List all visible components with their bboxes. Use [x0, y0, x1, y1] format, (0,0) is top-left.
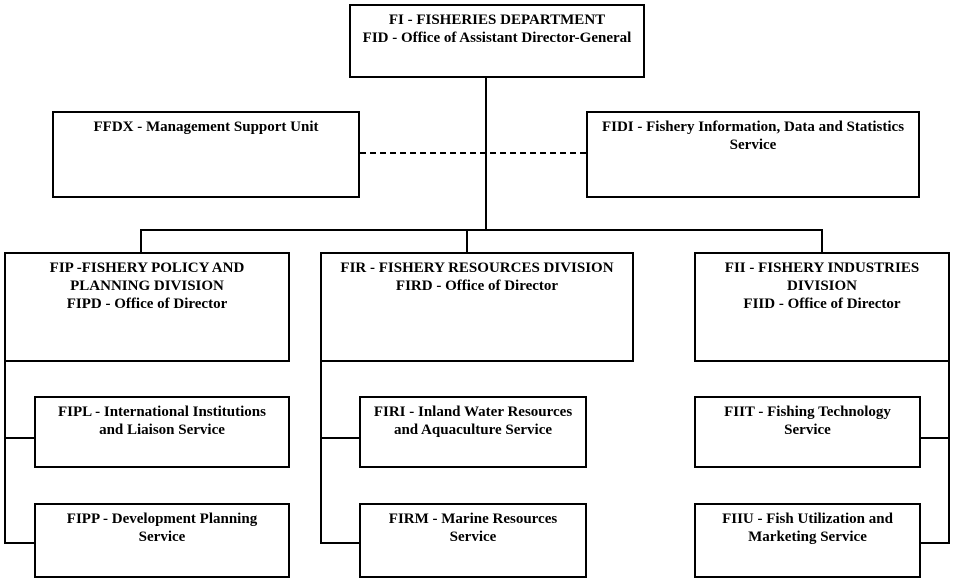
- node-inland-water-resources-aquaculture-service: FIRI - Inland Water Resources and Aquacu…: [359, 396, 587, 468]
- node-development-planning-service: FIPP - Development Planning Service: [34, 503, 290, 578]
- node-label-line: FID - Office of Assistant Director-Gener…: [362, 30, 632, 46]
- node-label-line: FIPP - Development Planning: [66, 511, 258, 527]
- node-label-line: Service: [449, 529, 497, 545]
- node-fish-utilization-marketing-service: FIIU - Fish Utilization and Marketing Se…: [694, 503, 921, 578]
- node-label-line: DIVISION: [786, 278, 858, 294]
- connector-drop-to-fip: [140, 229, 142, 252]
- connector-stub-to-fipl: [4, 437, 34, 439]
- connector-fir-services-vertical: [320, 362, 322, 544]
- node-label-line: and Liaison Service: [99, 422, 225, 438]
- node-label-line: FIR - FISHERY RESOURCES DIVISION: [340, 260, 614, 276]
- node-label-line: Marketing Service: [748, 529, 867, 545]
- connector-stub-to-firm: [320, 542, 359, 544]
- node-fishing-technology-service: FIIT - Fishing Technology Service: [694, 396, 921, 468]
- connector-stub-to-fipp: [4, 542, 34, 544]
- connector-staff-units-dashed: [360, 152, 586, 154]
- node-fishery-resources-division: FIR - FISHERY RESOURCES DIVISION FIRD - …: [320, 252, 634, 362]
- node-label-line: FIP -FISHERY POLICY AND: [49, 260, 245, 276]
- node-label-line: Service: [138, 529, 186, 545]
- node-label-line: FIRD - Office of Director: [395, 278, 559, 294]
- node-label-line: FIPL - International Institutions: [58, 404, 266, 420]
- node-label-line: FIIU - Fish Utilization and: [722, 511, 893, 527]
- connector-fip-services-vertical: [4, 362, 6, 544]
- node-label-line: FIRM - Marine Resources: [388, 511, 558, 527]
- node-label-line: Service: [784, 422, 831, 438]
- node-label-line: FIPD - Office of Director: [66, 296, 228, 312]
- node-label-line: FIID - Office of Director: [743, 296, 901, 312]
- connector-fi-to-divisions-vertical: [485, 78, 487, 230]
- connector-stub-to-fiiu: [921, 542, 950, 544]
- connector-fii-services-vertical: [948, 362, 950, 544]
- node-fisheries-department: FI - FISHERIES DEPARTMENT FID - Office o…: [349, 4, 645, 78]
- connector-stub-to-fiit: [921, 437, 950, 439]
- node-fishery-information-data-statistics-service: FIDI - Fishery Information, Data and Sta…: [586, 111, 920, 198]
- node-label-line: PLANNING DIVISION: [70, 278, 224, 294]
- connector-divisions-horizontal-bar: [140, 229, 823, 231]
- connector-drop-to-fir: [466, 229, 468, 252]
- node-label-line: FIDI - Fishery Information, Data and Sta…: [601, 119, 905, 135]
- node-label-line: FI - FISHERIES DEPARTMENT: [388, 12, 606, 28]
- node-international-institutions-liaison-service: FIPL - International Institutions and Li…: [34, 396, 290, 468]
- node-label-line: FFDX - Management Support Unit: [93, 119, 319, 135]
- node-fishery-policy-planning-division: FIP -FISHERY POLICY AND PLANNING DIVISIO…: [4, 252, 290, 362]
- node-marine-resources-service: FIRM - Marine Resources Service: [359, 503, 587, 578]
- node-label-line: FIIT - Fishing Technology: [724, 404, 891, 420]
- connector-drop-to-fii: [821, 229, 823, 252]
- node-fishery-industries-division: FII - FISHERY INDUSTRIES DIVISION FIID -…: [694, 252, 950, 362]
- node-management-support-unit: FFDX - Management Support Unit: [52, 111, 360, 198]
- connector-stub-to-firi: [320, 437, 359, 439]
- node-label-line: FIRI - Inland Water Resources: [373, 404, 573, 420]
- node-label-line: Service: [729, 137, 777, 153]
- node-label-line: FII - FISHERY INDUSTRIES: [724, 260, 920, 276]
- node-label-line: and Aquaculture Service: [393, 422, 553, 438]
